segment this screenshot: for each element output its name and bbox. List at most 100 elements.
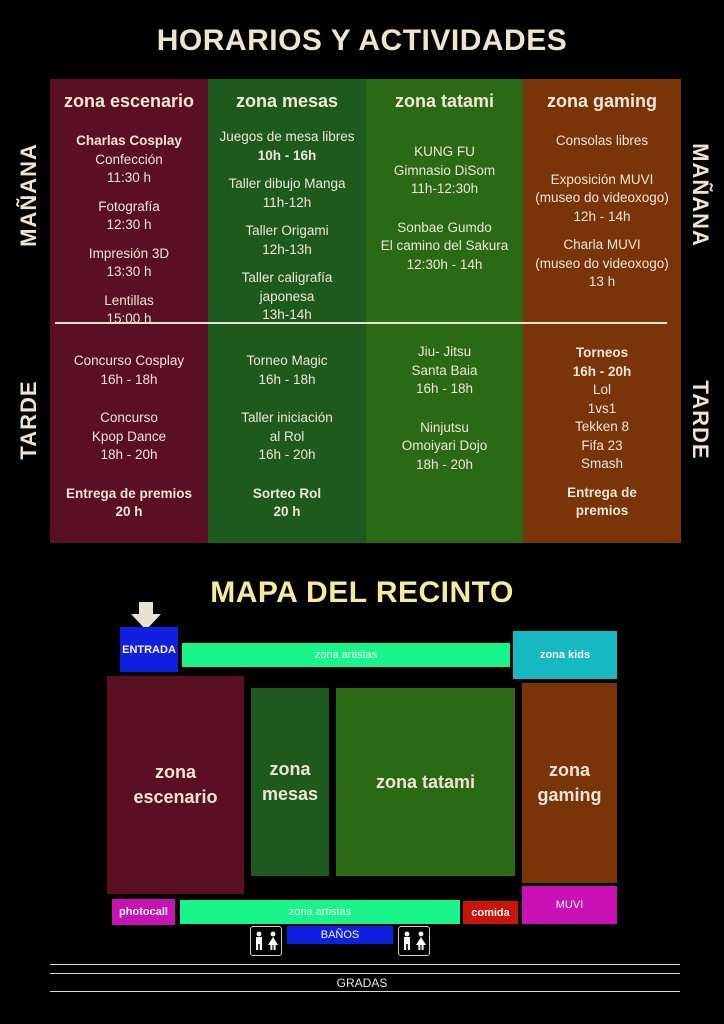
map-zona-tatami: zona tatami (336, 688, 515, 876)
down-arrow-icon (131, 602, 161, 630)
activity-line: Charlas Cosplay (76, 133, 182, 148)
activity-line: 16h - 18h (100, 371, 158, 387)
map-title: MAPA DEL RECINTO (210, 576, 514, 609)
activity-line: Taller caligrafía (241, 270, 333, 285)
spacer (208, 475, 366, 485)
afternoon-label-right: TARDE (688, 380, 713, 460)
activity-line: 12h-13h (262, 241, 312, 257)
schedule-title: HORARIOS Y ACTIVIDADES (156, 24, 568, 57)
map-gradas: GRADAS (330, 976, 394, 990)
gradas-line (50, 964, 680, 965)
activity-line: Smash (580, 456, 624, 471)
spacer (208, 259, 366, 269)
zone-header: zona gaming (546, 91, 657, 111)
activity-line: Consolas libres (555, 133, 649, 148)
zone-header: zona tatami (394, 91, 495, 111)
map-banos: BAÑOS (287, 926, 393, 944)
map-zona-artistas-bottom: zona artistas (180, 900, 460, 924)
activity-line: Concurso Cosplay (73, 353, 185, 368)
activity-line: Gimnasio DiSom (393, 162, 496, 178)
spacer (366, 199, 523, 209)
morning-label-right: MAÑANA (688, 143, 713, 247)
activity-line: Impresión 3D (88, 245, 170, 261)
map-muvi: MUVI (522, 886, 617, 924)
map-entrada: ENTRADA (120, 627, 178, 672)
activity-line: (museo do videoxogo) (535, 255, 669, 271)
activity-line: Sorteo Rol (252, 485, 322, 501)
activity-line: KUNG FU (414, 144, 475, 159)
spacer (208, 389, 366, 399)
activity-line: 16h - 20h (572, 363, 632, 379)
spacer (50, 465, 208, 475)
activity-line: 11h-12:30h (410, 181, 479, 196)
activity-line: 20 h (273, 504, 301, 519)
activity-line: Taller iniciación (241, 410, 333, 425)
activity-line: 16h - 20h (258, 447, 316, 462)
activity-line: Juegos de mesa libres (219, 129, 355, 144)
gradas-line (50, 973, 680, 974)
map-comida: comida (463, 901, 518, 924)
activity-line: Entrega de (567, 484, 637, 500)
spacer (50, 188, 208, 198)
spacer (523, 226, 681, 236)
activity-line: 11:30 h (106, 170, 152, 185)
gradas-line (50, 991, 680, 992)
map-photocall: photocall (112, 899, 175, 925)
activity-line: 12:30 h (106, 217, 152, 232)
spacer (50, 282, 208, 292)
activity-line: Concurso (100, 410, 158, 425)
spacer (50, 475, 208, 485)
activity-line: Fotografía (98, 198, 160, 214)
spacer (523, 161, 681, 171)
map-zona-artistas-top: zona artistas (182, 643, 510, 667)
activity-line: (museo do videoxogo) (535, 190, 669, 205)
activity-line: 16h - 18h (415, 381, 474, 396)
spacer (50, 389, 208, 399)
spacer (366, 409, 523, 419)
activity-line: 15:00 h (106, 311, 152, 326)
activity-line: Omoiyari Dojo (401, 438, 488, 453)
spacer (50, 235, 208, 245)
activity-line: Confección (95, 151, 163, 167)
spacer (523, 474, 681, 484)
activity-line: Jiu- Jitsu (417, 344, 472, 359)
spacer (366, 209, 523, 219)
activity-line: 18h - 20h (100, 447, 158, 462)
activity-line: 18h - 20h (415, 456, 474, 472)
activity-line: Tekken 8 (574, 419, 630, 434)
activity-line: 10h - 16h (257, 147, 317, 163)
activity-line: Taller Origami (245, 223, 329, 238)
spacer (208, 212, 366, 222)
zone-header: zona escenario (63, 91, 195, 111)
activity-line: Kpop Dance (91, 428, 167, 444)
activity-line: Torneo Magic (246, 353, 328, 368)
restroom-icon (250, 926, 282, 956)
activity-line: Exposición MUVI (550, 171, 654, 187)
activity-line: Sonbae Gumdo (397, 219, 492, 235)
activity-line: japonesa (259, 288, 315, 304)
activity-line: 1vs1 (587, 400, 617, 416)
activity-line: Ninjutsu (420, 419, 469, 435)
morning-label-left: MAÑANA (16, 143, 41, 247)
activity-line: premios (575, 503, 629, 518)
activity-line: Santa Baia (411, 362, 478, 378)
activity-line: El camino del Sakura (380, 238, 509, 253)
activity-line: 13h-14h (262, 307, 312, 322)
activity-line: Lol (592, 382, 611, 397)
activity-line: Entrega de premios (65, 485, 193, 501)
activity-line: 12h - 14h (573, 208, 631, 224)
spacer (208, 165, 366, 175)
